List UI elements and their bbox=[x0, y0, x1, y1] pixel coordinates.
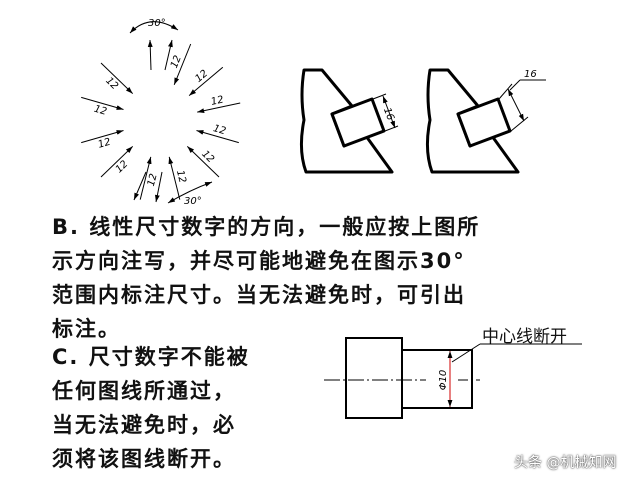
radial-dimension-label-11: 12 bbox=[103, 75, 120, 92]
section-c-text: C. 尺寸数字不能被 任何图线所通过， 当无法避免时，必 须将该图线断开。 bbox=[52, 340, 250, 476]
radial-dimension-label-5: 12 bbox=[199, 149, 216, 166]
radial-arrow-10 bbox=[81, 96, 124, 110]
top-angle-label: 30° bbox=[148, 18, 166, 29]
left-dimension-label: 16 bbox=[381, 106, 396, 122]
watermark: 头条 @机械知网 bbox=[514, 455, 617, 471]
radial-arrow-2 bbox=[188, 66, 224, 96]
radial-arrow-1 bbox=[173, 43, 192, 85]
section-b-line-2: 示方向注写，并尽可能地避免在图示30° bbox=[52, 249, 466, 273]
section-c-line-1: C. 尺寸数字不能被 bbox=[52, 345, 250, 369]
right-inserted-block bbox=[456, 97, 512, 148]
right-block-figure: 16 bbox=[425, 68, 546, 174]
left-inserted-block bbox=[330, 97, 386, 148]
bottom-angle-label: 30° bbox=[184, 196, 202, 207]
section-b-line-4: 标注。 bbox=[52, 317, 121, 341]
shaft-figure: Φ10 bbox=[324, 337, 582, 419]
radial-arrow-3 bbox=[197, 102, 241, 114]
radial-dimension-label-6: 12 bbox=[174, 169, 188, 184]
section-b-line-3: 范围内标注尺寸。当无法避免时，可引出 bbox=[52, 283, 466, 307]
section-b-line-1: B. 线性尺寸数字的方向，一般应按上图所 bbox=[52, 215, 481, 239]
radial-dimension-label-4: 12 bbox=[212, 123, 227, 137]
left-block-figure: 16 bbox=[299, 68, 399, 174]
radial-arrow-7 bbox=[139, 156, 152, 200]
radial-dimension-label-3: 12 bbox=[210, 94, 225, 107]
shaft-large-section bbox=[345, 337, 403, 419]
right-dimension-label: 16 bbox=[524, 69, 537, 80]
diameter-label: Φ10 bbox=[438, 370, 449, 391]
radial-dimension-label-2: 12 bbox=[193, 68, 210, 85]
radial-arrow-9 bbox=[81, 130, 124, 144]
radial-dimension-label-9: 12 bbox=[97, 137, 112, 151]
shaft-small-section bbox=[401, 349, 473, 409]
callout-leader bbox=[451, 343, 481, 363]
section-c-line-2: 任何图线所通过， bbox=[52, 379, 236, 403]
section-c-line-3: 当无法避免时，必 bbox=[52, 413, 236, 437]
bottom-30-degree-zone: 30° bbox=[133, 171, 213, 207]
section-c-line-4: 须将该图线断开。 bbox=[52, 447, 236, 471]
radial-dimension-label-8: 12 bbox=[114, 159, 131, 176]
radial-arrow-11 bbox=[100, 62, 134, 94]
radial-arrow-4 bbox=[196, 130, 239, 144]
section-b-text: B. 线性尺寸数字的方向，一般应按上图所 示方向注写，并尽可能地避免在图示30°… bbox=[52, 210, 480, 346]
radial-arrow-5 bbox=[186, 146, 220, 178]
radial-dimension-label-10: 12 bbox=[93, 104, 108, 118]
centerline-break-callout: 中心线断开 bbox=[482, 327, 567, 347]
top-30-degree-zone: 30° bbox=[129, 18, 179, 71]
radial-dimension-label-7: 12 bbox=[146, 173, 160, 188]
radial-arrow-8 bbox=[100, 146, 134, 178]
radial-dimension-label-1: 12 bbox=[169, 54, 184, 70]
